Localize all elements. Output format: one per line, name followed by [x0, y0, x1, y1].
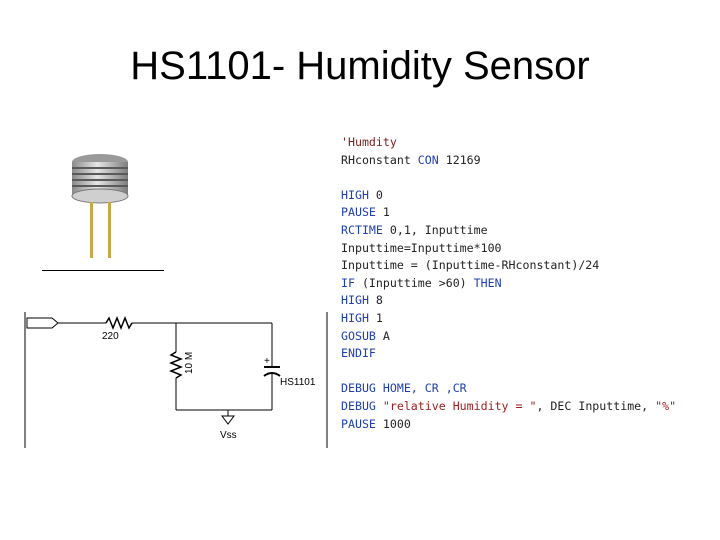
divider-line	[42, 270, 164, 271]
code-line-if: IF (Inputtime >60) THEN	[341, 275, 502, 290]
code-blank	[341, 169, 711, 187]
label-10m: 10 M	[184, 352, 195, 374]
resistor-10m	[168, 351, 184, 379]
code-line-rctime: RCTIME 0,1, Inputtime	[341, 222, 488, 237]
label-220: 220	[102, 331, 119, 342]
code-line-debug2: DEBUG "relative Humidity = ", DEC Inputt…	[341, 398, 677, 413]
code-line-calc2: Inputtime = (Inputtime-RHconstant)/24	[341, 258, 600, 273]
code-line-pause1: PAUSE 1	[341, 205, 390, 220]
code-line-rhconstant: RHconstant CON 12169	[341, 152, 481, 167]
label-vss: Vss	[220, 430, 237, 441]
code-blank-2	[341, 363, 711, 381]
code-line-high0: HIGH 0	[341, 187, 383, 202]
code-listing: 'Humdity RHconstant CON 12169 HIGH 0 PAU…	[341, 134, 711, 433]
code-line-high1: HIGH 1	[341, 310, 383, 325]
slide-title: HS1101- Humidity Sensor	[130, 44, 590, 88]
input-pin	[26, 317, 59, 329]
code-line-calc1: Inputtime=Inputtime*100	[341, 240, 502, 255]
code-line-debug1: DEBUG HOME, CR ,CR	[341, 381, 467, 396]
ground-symbol	[221, 415, 235, 425]
label-plus: +	[264, 356, 270, 367]
label-hs1101: HS1101	[280, 377, 316, 388]
code-comment: 'Humdity	[341, 135, 397, 149]
code-line-endif: ENDIF	[341, 346, 376, 361]
circuit-schematic: 220 10 M + HS1101 Vss	[24, 312, 328, 448]
resistor-220	[105, 315, 133, 331]
hs1101-sensor-image	[71, 154, 129, 258]
code-line-pause1000: PAUSE 1000	[341, 416, 411, 431]
code-line-high8: HIGH 8	[341, 293, 383, 308]
code-line-gosub: GOSUB A	[341, 328, 390, 343]
